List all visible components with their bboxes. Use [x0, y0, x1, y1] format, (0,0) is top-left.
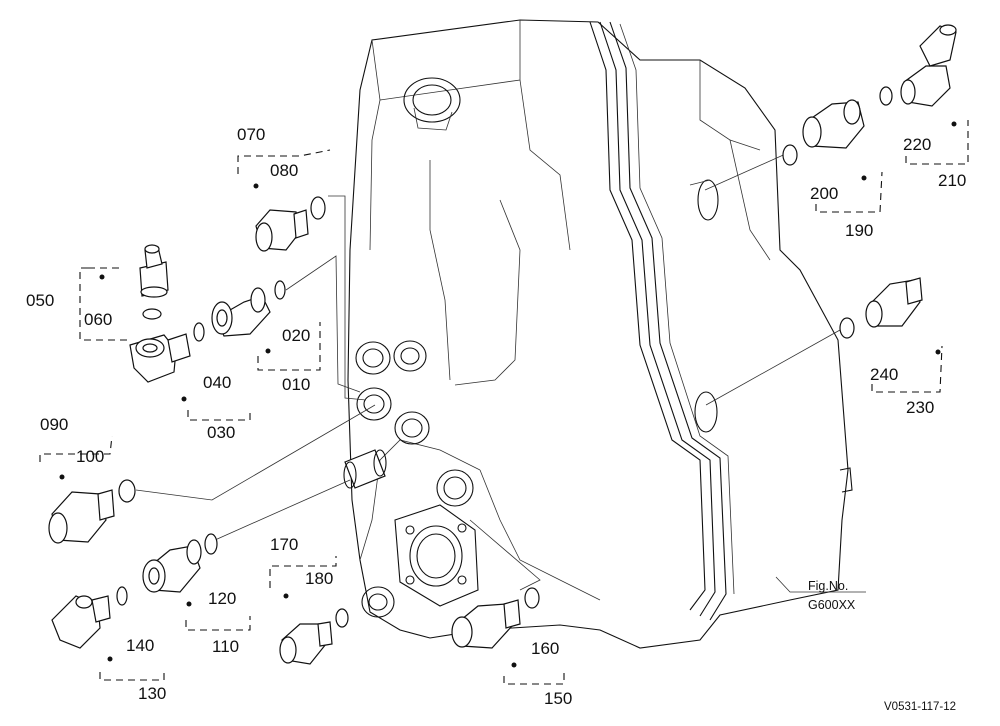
part-240-o-ring[interactable] — [839, 317, 855, 339]
part-090-plug[interactable] — [48, 474, 115, 544]
callout-050[interactable]: 050 — [26, 291, 54, 310]
part-130-elbow[interactable] — [51, 595, 113, 662]
transmission-housing — [347, 19, 853, 649]
callout-100[interactable]: 100 — [76, 447, 104, 466]
callout-220[interactable]: 220 — [903, 135, 931, 154]
callout-210[interactable]: 210 — [938, 171, 966, 190]
part-100-o-ring[interactable] — [118, 479, 136, 503]
part-220-o-ring[interactable] — [879, 86, 893, 106]
part-140-o-ring[interactable] — [116, 586, 128, 606]
callout-030[interactable]: 030 — [207, 423, 235, 442]
part-160-o-ring[interactable] — [524, 587, 540, 609]
part-230-plug[interactable] — [865, 277, 941, 355]
part-180-o-ring[interactable] — [335, 608, 349, 628]
callout-130[interactable]: 130 — [138, 684, 166, 703]
port-mid-right — [394, 411, 430, 445]
part-200-o-ring[interactable] — [782, 144, 798, 166]
callout-090[interactable]: 090 — [40, 415, 68, 434]
callout-020[interactable]: 020 — [282, 326, 310, 345]
port-upper-right — [393, 340, 427, 372]
port-lower-center — [436, 469, 474, 507]
flange-plate — [394, 504, 479, 607]
part-070-plug[interactable] — [253, 183, 309, 252]
figure-reference: Fig.No. G600XX — [808, 579, 856, 612]
pipe-sleeve — [343, 449, 387, 489]
part-110-adapter[interactable] — [142, 539, 202, 607]
callout-190[interactable]: 190 — [845, 221, 873, 240]
callout-110[interactable]: 110 — [212, 637, 239, 656]
part-040-o-ring[interactable] — [193, 322, 205, 342]
part-050-nipple-fitting[interactable] — [99, 244, 169, 298]
part-210-elbow-fitting[interactable] — [900, 24, 957, 127]
callout-080[interactable]: 080 — [270, 161, 298, 180]
part-060-washer[interactable] — [142, 308, 162, 320]
port-upper-left — [355, 341, 391, 375]
callout-010[interactable]: 010 — [282, 375, 310, 394]
port-mid-left — [356, 387, 392, 421]
callout-070[interactable]: 070 — [237, 125, 265, 144]
callout-200[interactable]: 200 — [810, 184, 838, 203]
part-190-adapter[interactable] — [802, 99, 867, 181]
callout-230[interactable]: 230 — [906, 398, 934, 417]
part-120-o-ring[interactable] — [204, 533, 218, 555]
port-bottom-left — [361, 586, 395, 618]
part-030-elbow[interactable] — [129, 333, 191, 402]
callout-040[interactable]: 040 — [203, 373, 231, 392]
leader-lines — [135, 151, 866, 593]
group-brackets — [39, 120, 969, 685]
part-010-adapter[interactable] — [211, 287, 271, 354]
callout-160[interactable]: 160 — [531, 639, 559, 658]
callout-140[interactable]: 140 — [126, 636, 154, 655]
callout-170[interactable]: 170 — [270, 535, 298, 554]
figure-label: Fig.No. — [808, 579, 848, 593]
figure-number: G600XX — [808, 598, 856, 612]
callout-240[interactable]: 240 — [870, 365, 898, 384]
callout-180[interactable]: 180 — [305, 569, 333, 588]
part-150-adapter[interactable] — [451, 599, 521, 668]
callout-060[interactable]: 060 — [84, 310, 112, 329]
drawing-code: V0531-117-12 — [884, 701, 956, 713]
part-170-plug[interactable] — [279, 593, 333, 665]
part-080-o-ring[interactable] — [310, 196, 326, 220]
callout-150[interactable]: 150 — [544, 689, 572, 708]
callout-labels: 070 080 050 060 020 010 040 030 090 100 … — [26, 125, 966, 708]
housing-ports — [343, 340, 479, 618]
callout-120[interactable]: 120 — [208, 589, 236, 608]
part-020-o-ring[interactable] — [274, 280, 286, 300]
